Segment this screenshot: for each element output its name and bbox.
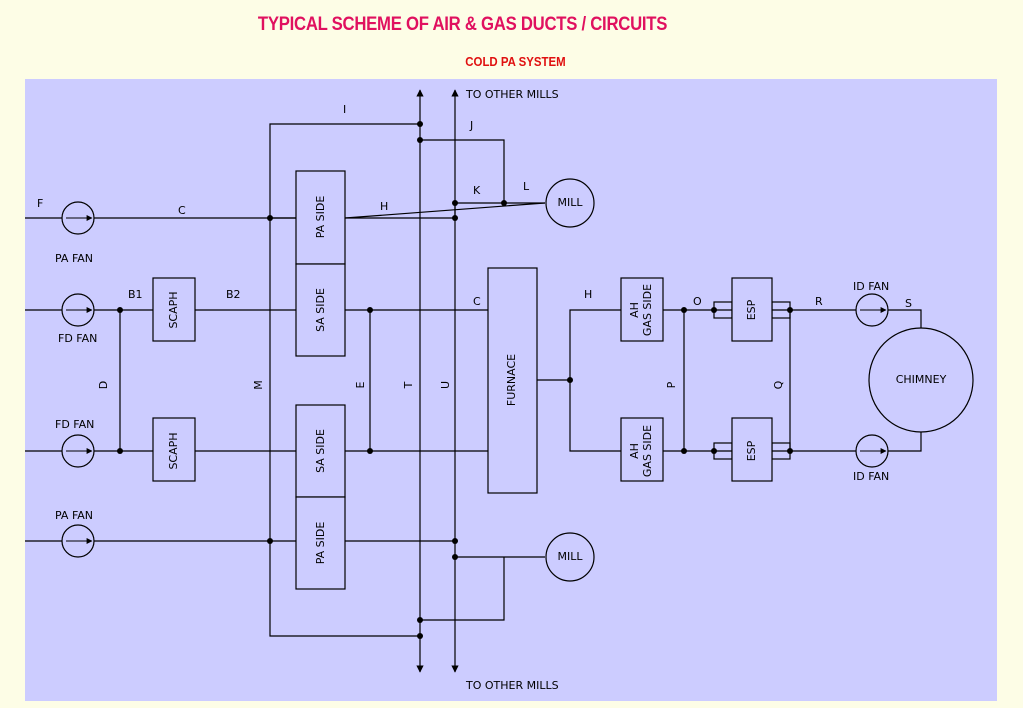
- fan-icon: [61, 524, 95, 558]
- duct-letter-h1: H: [380, 200, 388, 213]
- ah-bottom-label: AH: [628, 443, 641, 459]
- esp-bottom-label: ESP: [745, 440, 758, 461]
- pa-side-top-label: PA SIDE: [314, 196, 327, 239]
- scaph-top-block: [152, 277, 196, 342]
- id-fan-top-label: ID FAN: [853, 280, 889, 293]
- mill-bottom: [545, 532, 595, 582]
- duct-letter-q: Q: [772, 380, 785, 389]
- fan-icon: [855, 434, 889, 468]
- to-other-mills-top: TO OTHER MILLS: [465, 88, 559, 101]
- duct-letter-j: J: [469, 119, 473, 132]
- chimney-label: CHIMNEY: [896, 373, 947, 386]
- fd-fan-bottom-label: FD FAN: [55, 418, 94, 431]
- scaph-bottom-label: SCAPH: [167, 432, 180, 469]
- fd-fan-top-label: FD FAN: [58, 332, 97, 345]
- duct-letter-m: M: [252, 380, 265, 390]
- esp-top-label: ESP: [745, 299, 758, 320]
- mill-top-label: MILL: [558, 196, 584, 209]
- duct-letter-b1: B1: [128, 288, 143, 301]
- duct-letter-s: S: [905, 297, 912, 310]
- pa-fan-bottom-label: PA FAN: [55, 509, 93, 522]
- duct-letter-f: F: [37, 197, 43, 210]
- page-title: TYPICAL SCHEME OF AIR & GAS DUCTS / CIRC…: [257, 14, 668, 35]
- gas-side-top-label: GAS SIDE: [641, 284, 654, 336]
- scaph-bottom-block: [152, 417, 196, 482]
- duct-letter-c2: C: [473, 295, 481, 308]
- duct-letter-c1: C: [178, 204, 186, 217]
- pa-side-bottom-block: [295, 496, 346, 590]
- id-fan-bottom-label: ID FAN: [853, 470, 889, 483]
- mill-bottom-label: MILL: [558, 550, 584, 563]
- pa-side-top-block: [295, 170, 346, 265]
- fan-icon: [61, 434, 95, 468]
- duct-letter-i: I: [343, 103, 346, 116]
- fan-icon: [61, 293, 95, 327]
- mill-top: [545, 178, 595, 228]
- duct-letter-d: D: [97, 381, 110, 389]
- furnace-block: [487, 267, 538, 494]
- chimney: [868, 327, 974, 433]
- duct-letter-u: U: [439, 381, 452, 389]
- scaph-top-label: SCAPH: [167, 291, 180, 328]
- sa-side-bottom-label: SA SIDE: [314, 429, 327, 473]
- to-other-mills-bottom: TO OTHER MILLS: [465, 679, 559, 692]
- fan-icon: [855, 293, 889, 327]
- furnace-label: FURNACE: [505, 354, 518, 406]
- esp-top-block: [731, 277, 773, 342]
- duct-letter-o: O: [693, 295, 702, 308]
- ah-gas-side-top-block: [620, 277, 664, 342]
- duct-letter-l: L: [523, 180, 530, 193]
- pa-side-bottom-label: PA SIDE: [314, 522, 327, 565]
- duct-letter-e: E: [354, 381, 367, 388]
- ah-top-label: AH: [628, 302, 641, 318]
- duct-letter-h2: H: [584, 288, 592, 301]
- ah-gas-side-bottom-block: [620, 417, 664, 482]
- duct-letter-k: K: [473, 184, 481, 197]
- sa-side-top-block: [295, 263, 346, 357]
- pa-fan-top-label: PA FAN: [55, 252, 93, 265]
- duct-letter-t: T: [402, 381, 415, 389]
- duct-letter-r: R: [815, 295, 823, 308]
- junction-dots: [117, 121, 793, 639]
- sa-side-top-label: SA SIDE: [314, 288, 327, 332]
- fan-icon: [61, 201, 95, 235]
- duct-letter-p: P: [665, 381, 678, 388]
- gas-side-bottom-label: GAS SIDE: [641, 425, 654, 477]
- duct-letter-b2: B2: [226, 288, 241, 301]
- duct-scheme-diagram: SCAPH SCAPH PA SIDE SA SIDE SA SIDE PA S…: [25, 79, 997, 701]
- esp-bottom-block: [731, 417, 773, 482]
- page-subtitle: COLD PA SYSTEM: [465, 54, 566, 69]
